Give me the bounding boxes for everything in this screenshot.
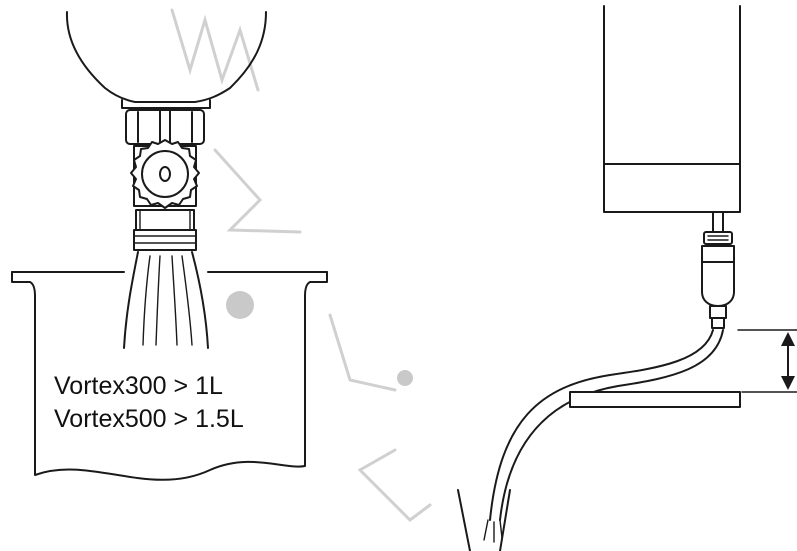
- shelf: [569, 391, 741, 408]
- watermark: [170, 8, 432, 522]
- drain-beaker-icon: [457, 489, 511, 551]
- reservoir-tank-icon: [603, 5, 741, 213]
- drain-illustration: [457, 5, 797, 551]
- fill-container: [11, 271, 328, 481]
- double-arrow-icon: [781, 332, 795, 390]
- inverted-bottle-icon: [65, 11, 267, 103]
- bottle-pour-illustration: [11, 11, 328, 481]
- fill-volume-vortex300: Vortex300 > 1L: [54, 372, 223, 400]
- fill-volume-vortex500: Vortex500 > 1.5L: [54, 405, 244, 433]
